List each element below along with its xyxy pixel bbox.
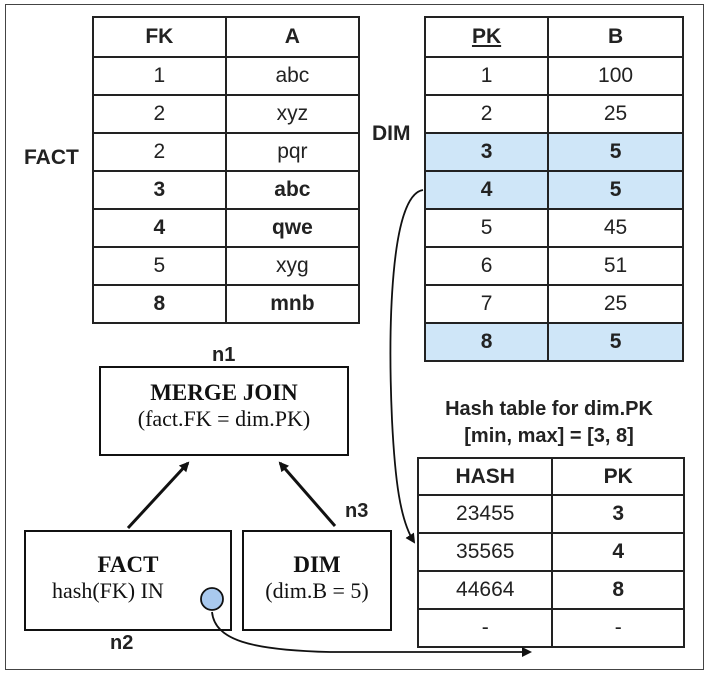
dim-table-label: DIM [372, 122, 411, 145]
hash-header-hash: HASH [416, 457, 554, 496]
fact-cell-fk: 5 [92, 246, 227, 286]
arrow-fact-to-merge [126, 461, 190, 530]
dim-cell-b: 5 [547, 170, 684, 210]
dim-cell-b: 5 [547, 322, 684, 362]
merge-join-condition: (fact.FK = dim.PK) [137, 406, 311, 431]
fact-scan-condition: hash(FK) IN [52, 578, 164, 603]
arrow-dim-rows-to-hash [389, 189, 424, 544]
hash-cell-pk: 3 [551, 494, 685, 534]
fact-cell-a: xyg [224, 246, 361, 286]
hash-caption-line2: [min, max] = [3, 8] [464, 425, 634, 447]
hash-cell-hash: 35565 [416, 532, 554, 572]
fact-header-a: A [224, 16, 361, 58]
dim-scan-title: DIM [293, 552, 341, 577]
hash-row: -- [416, 608, 685, 648]
dim-cell-pk: 2 [423, 94, 550, 134]
fact-scan-title: FACT [97, 552, 159, 577]
fact-cell-a: abc [224, 56, 361, 96]
hash-caption-line1: Hash table for dim.PK [445, 398, 653, 420]
dim-cell-pk: 3 [423, 132, 550, 172]
arrow-probe-to-hash [211, 611, 532, 657]
dim-scan-node: DIM (dim.B = 5) [242, 530, 392, 631]
dim-cell-b: 51 [547, 246, 684, 286]
fact-cell-fk: 1 [92, 56, 227, 96]
dim-cell-b: 25 [547, 284, 684, 324]
dim-cell-b: 45 [547, 208, 684, 248]
node-id-n3: n3 [345, 500, 369, 522]
fact-cell-fk: 4 [92, 208, 227, 248]
fact-header-fk: FK [92, 16, 227, 58]
probe-circle-icon [200, 587, 224, 611]
dim-cell-pk: 1 [423, 56, 550, 96]
hash-cell-pk: - [551, 608, 685, 648]
dim-cell-pk: 7 [423, 284, 550, 324]
fact-cell-fk: 3 [92, 170, 227, 210]
fact-cell-a: abc [224, 170, 361, 210]
fact-cell-a: mnb [224, 284, 361, 324]
dim-cell-pk: 8 [423, 322, 550, 362]
merge-join-title: MERGE JOIN [150, 380, 298, 405]
hash-cell-hash: - [416, 608, 554, 648]
dim-cell-pk: 5 [423, 208, 550, 248]
hash-cell-hash: 23455 [416, 494, 554, 534]
hash-header-pk: PK [551, 457, 685, 496]
merge-join-node: MERGE JOIN (fact.FK = dim.PK) [99, 366, 349, 456]
dim-cell-b: 25 [547, 94, 684, 134]
fact-cell-fk: 8 [92, 284, 227, 324]
dim-cell-b: 5 [547, 132, 684, 172]
dim-header-pk: PK [423, 16, 550, 58]
dim-scan-condition: (dim.B = 5) [265, 578, 369, 603]
fact-table-label: FACT [24, 146, 79, 169]
fact-cell-fk: 2 [92, 132, 227, 172]
hash-cell-pk: 4 [551, 532, 685, 572]
dim-header-b: B [547, 16, 684, 58]
node-id-n2: n2 [110, 632, 134, 654]
diagram-frame [5, 4, 704, 670]
hash-table-caption: Hash table for dim.PK [min, max] = [3, 8… [418, 396, 680, 450]
fact-cell-a: qwe [224, 208, 361, 248]
hash-cell-hash: 44664 [416, 570, 554, 610]
dim-cell-pk: 6 [423, 246, 550, 286]
fact-cell-a: pqr [224, 132, 361, 172]
dim-cell-pk: 4 [423, 170, 550, 210]
arrow-dim-to-merge [278, 461, 337, 527]
dim-cell-b: 100 [547, 56, 684, 96]
fact-scan-node: FACT hash(FK) IN [24, 530, 232, 631]
fact-cell-fk: 2 [92, 94, 227, 134]
node-id-n1: n1 [212, 344, 236, 366]
fact-cell-a: xyz [224, 94, 361, 134]
hash-cell-pk: 8 [551, 570, 685, 610]
